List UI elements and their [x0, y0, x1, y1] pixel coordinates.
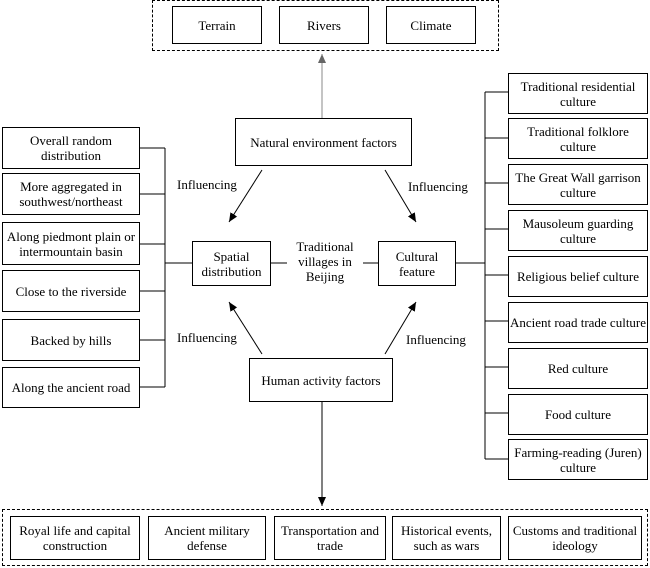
human-factor: Historical events, such as wars — [392, 516, 501, 560]
influencing-label-bottom-left: Influencing — [177, 330, 237, 345]
natural-environment-box: Natural environment factors — [235, 118, 412, 166]
arrow-natural-to-cultural — [384, 169, 417, 223]
cultural-feature-box: Cultural feature — [378, 241, 456, 286]
human-factor: Ancient military defense — [148, 516, 266, 560]
cultural-item: Religious belief culture — [508, 256, 648, 297]
spatial-item: Close to the riverside — [2, 270, 140, 312]
cultural-item: Food culture — [508, 394, 648, 435]
natural-factor-climate: Climate — [386, 6, 476, 44]
spatial-item: Backed by hills — [2, 319, 140, 361]
natural-factor-rivers: Rivers — [279, 6, 369, 44]
cultural-item: Traditional residential culture — [508, 73, 648, 114]
influencing-label-top-left: Influencing — [177, 177, 237, 192]
human-factor: Royal life and capital construction — [10, 516, 140, 560]
spatial-item: Along the ancient road — [2, 367, 140, 408]
human-factor: Customs and traditional ideology — [508, 516, 642, 560]
spatial-distribution-box: Spatial distribution — [192, 241, 271, 286]
spatial-item: Overall random distribution — [2, 127, 140, 169]
human-factor: Transportation and trade — [274, 516, 386, 560]
human-factors-group — [2, 509, 648, 566]
human-activity-box: Human activity factors — [249, 358, 393, 402]
cultural-item: Traditional folklore culture — [508, 118, 648, 159]
influencing-label-bottom-right: Influencing — [406, 332, 466, 347]
cultural-item: Red culture — [508, 348, 648, 389]
arrow-human-to-cultural — [384, 301, 417, 355]
natural-factors-group — [152, 0, 499, 51]
cultural-item: Farming-reading (Juren) culture — [508, 439, 648, 480]
cultural-item: The Great Wall garrison culture — [508, 164, 648, 205]
cultural-item: Mausoleum guarding culture — [508, 210, 648, 251]
spatial-item: More aggregated in southwest/northeast — [2, 173, 140, 215]
spatial-item: Along piedmont plain or intermountain ba… — [2, 222, 140, 265]
arrow-natural-to-spatial — [228, 169, 263, 223]
cultural-item: Ancient road trade culture — [508, 302, 648, 343]
arrow-human-to-spatial — [228, 301, 263, 355]
influencing-label-top-right: Influencing — [408, 179, 468, 194]
natural-factor-terrain: Terrain — [172, 6, 262, 44]
traditional-villages-center: Traditional villages in Beijing — [287, 234, 363, 289]
